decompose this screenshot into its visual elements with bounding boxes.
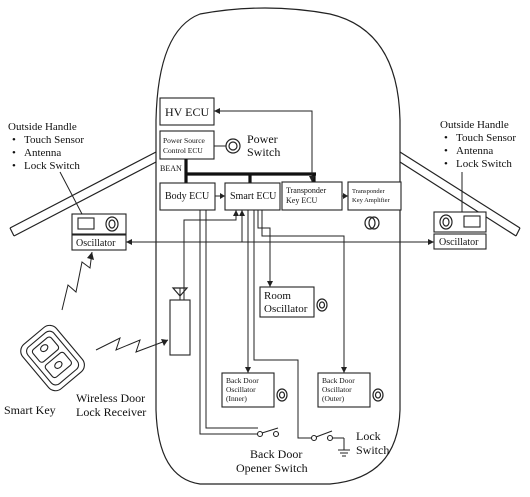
svg-text:Opener Switch: Opener Switch [236,461,308,475]
power-source-control-ecu: Power Source Control ECU [159,130,215,160]
wire-hv-transponder [214,110,313,182]
right-handle [433,211,487,233]
svg-text:Back Door: Back Door [250,447,302,461]
svg-text:Lock: Lock [356,429,381,443]
svg-text:Oscillator: Oscillator [322,385,352,394]
lock-switch [310,430,350,457]
arrow-transponder [309,176,315,182]
power-switch: Power Switch [214,132,280,159]
right-handle-antenna: Antenna [456,145,493,157]
svg-text:(Outer): (Outer) [322,394,345,403]
transponder-key-ecu: Transponder Key ECU [281,181,343,211]
smart-key-icon [20,324,85,392]
left-handle-label: Outside Handle • Touch Sensor • Antenna … [8,121,84,172]
right-oscillator: Oscillator [433,233,487,250]
outer-coil-icon [372,388,384,402]
svg-text:Oscillator: Oscillator [264,303,308,315]
signal-key-handle [61,251,93,311]
left-bullet-dot: • [12,160,16,172]
left-handle-leader [59,171,83,215]
bean-label: BEAN [160,164,182,173]
right-handle-touch-sensor: Touch Sensor [456,132,516,144]
right-mirror [399,151,521,237]
left-handle-antenna: Antenna [24,147,61,159]
back-door-oscillator-inner: Back Door Oscillator (Inner) [221,372,288,408]
left-touch-sensor-icon [77,217,95,230]
hv-ecu: HV ECU [159,97,215,126]
smart-key-label: Smart Key [4,403,56,417]
right-handle-label: Outside Handle • Touch Sensor • Antenna … [440,119,516,170]
left-handle-touch-sensor: Touch Sensor [24,134,84,146]
wire-smart-outer [261,210,345,373]
svg-text:Key Amplifier: Key Amplifier [352,197,391,204]
svg-text:Back Door: Back Door [226,376,259,385]
right-handle-lock-switch: Lock Switch [456,158,512,170]
svg-text:(Inner): (Inner) [226,394,247,403]
svg-text:Power Source: Power Source [163,136,206,145]
hv-ecu-label: HV ECU [165,105,209,119]
right-coil-icon [439,214,453,230]
amplifier-coil-icon [364,216,380,230]
receiver-label: Wireless Door Lock Receiver [76,391,146,419]
back-door-opener-switch [238,427,280,438]
left-handle-title: Outside Handle [8,121,77,133]
svg-text:Transponder: Transponder [286,186,326,195]
right-bullet-dot: • [444,145,448,157]
svg-text:Wireless Door: Wireless Door [76,391,145,405]
left-coil-icon [105,216,119,232]
power-switch-label-1: Power [247,132,278,146]
arrow-hv [214,108,220,114]
right-touch-sensor-icon [463,215,481,228]
right-bullet-dot: • [444,158,448,170]
body-ecu-label: Body ECU [165,191,210,202]
signal-key-receiver [95,337,169,353]
bean-bus [184,159,316,183]
right-oscillator-label: Oscillator [439,237,479,248]
room-coil-icon [316,298,328,312]
svg-text:Switch: Switch [356,443,389,457]
lock-switch-label: Lock Switch [356,429,389,457]
wire-body-opener-2 [205,210,238,429]
left-oscillator: Oscillator [71,234,127,251]
power-switch-icon [225,138,241,154]
smart-ecu: Smart ECU [224,182,281,211]
svg-text:Lock Receiver: Lock Receiver [76,405,146,419]
left-bullet-dot: • [12,134,16,146]
left-handle [71,213,127,235]
left-bullet-dot: • [12,147,16,159]
wire-smart-room [257,210,271,287]
wireless-receiver [169,287,191,356]
wire-smart-lock [253,210,312,439]
back-door-oscillator-outer: Back Door Oscillator (Outer) [317,372,384,408]
svg-text:Back Door: Back Door [322,376,355,385]
body-ecu: Body ECU [159,182,216,211]
opener-switch-label: Back Door Opener Switch [236,447,308,475]
wire-body-opener [199,210,258,435]
right-bullet-dot: • [444,132,448,144]
power-switch-label-2: Switch [247,145,280,159]
svg-text:Room: Room [264,290,291,302]
left-oscillator-label: Oscillator [76,238,116,249]
vehicle-outline [155,7,401,485]
svg-text:Oscillator: Oscillator [226,385,256,394]
inner-coil-icon [276,388,288,402]
left-handle-lock-switch: Lock Switch [24,160,80,172]
left-mirror [9,151,157,237]
room-oscillator: Room Oscillator [259,286,328,318]
smart-ecu-label: Smart ECU [230,191,277,202]
transponder-key-amplifier: Transponder Key Amplifier [347,181,402,230]
svg-text:Key ECU: Key ECU [286,196,318,205]
right-handle-title: Outside Handle [440,119,509,131]
svg-text:Transponder: Transponder [352,188,385,195]
wire-receiver-smart [183,210,237,300]
svg-text:Control ECU: Control ECU [163,146,203,155]
